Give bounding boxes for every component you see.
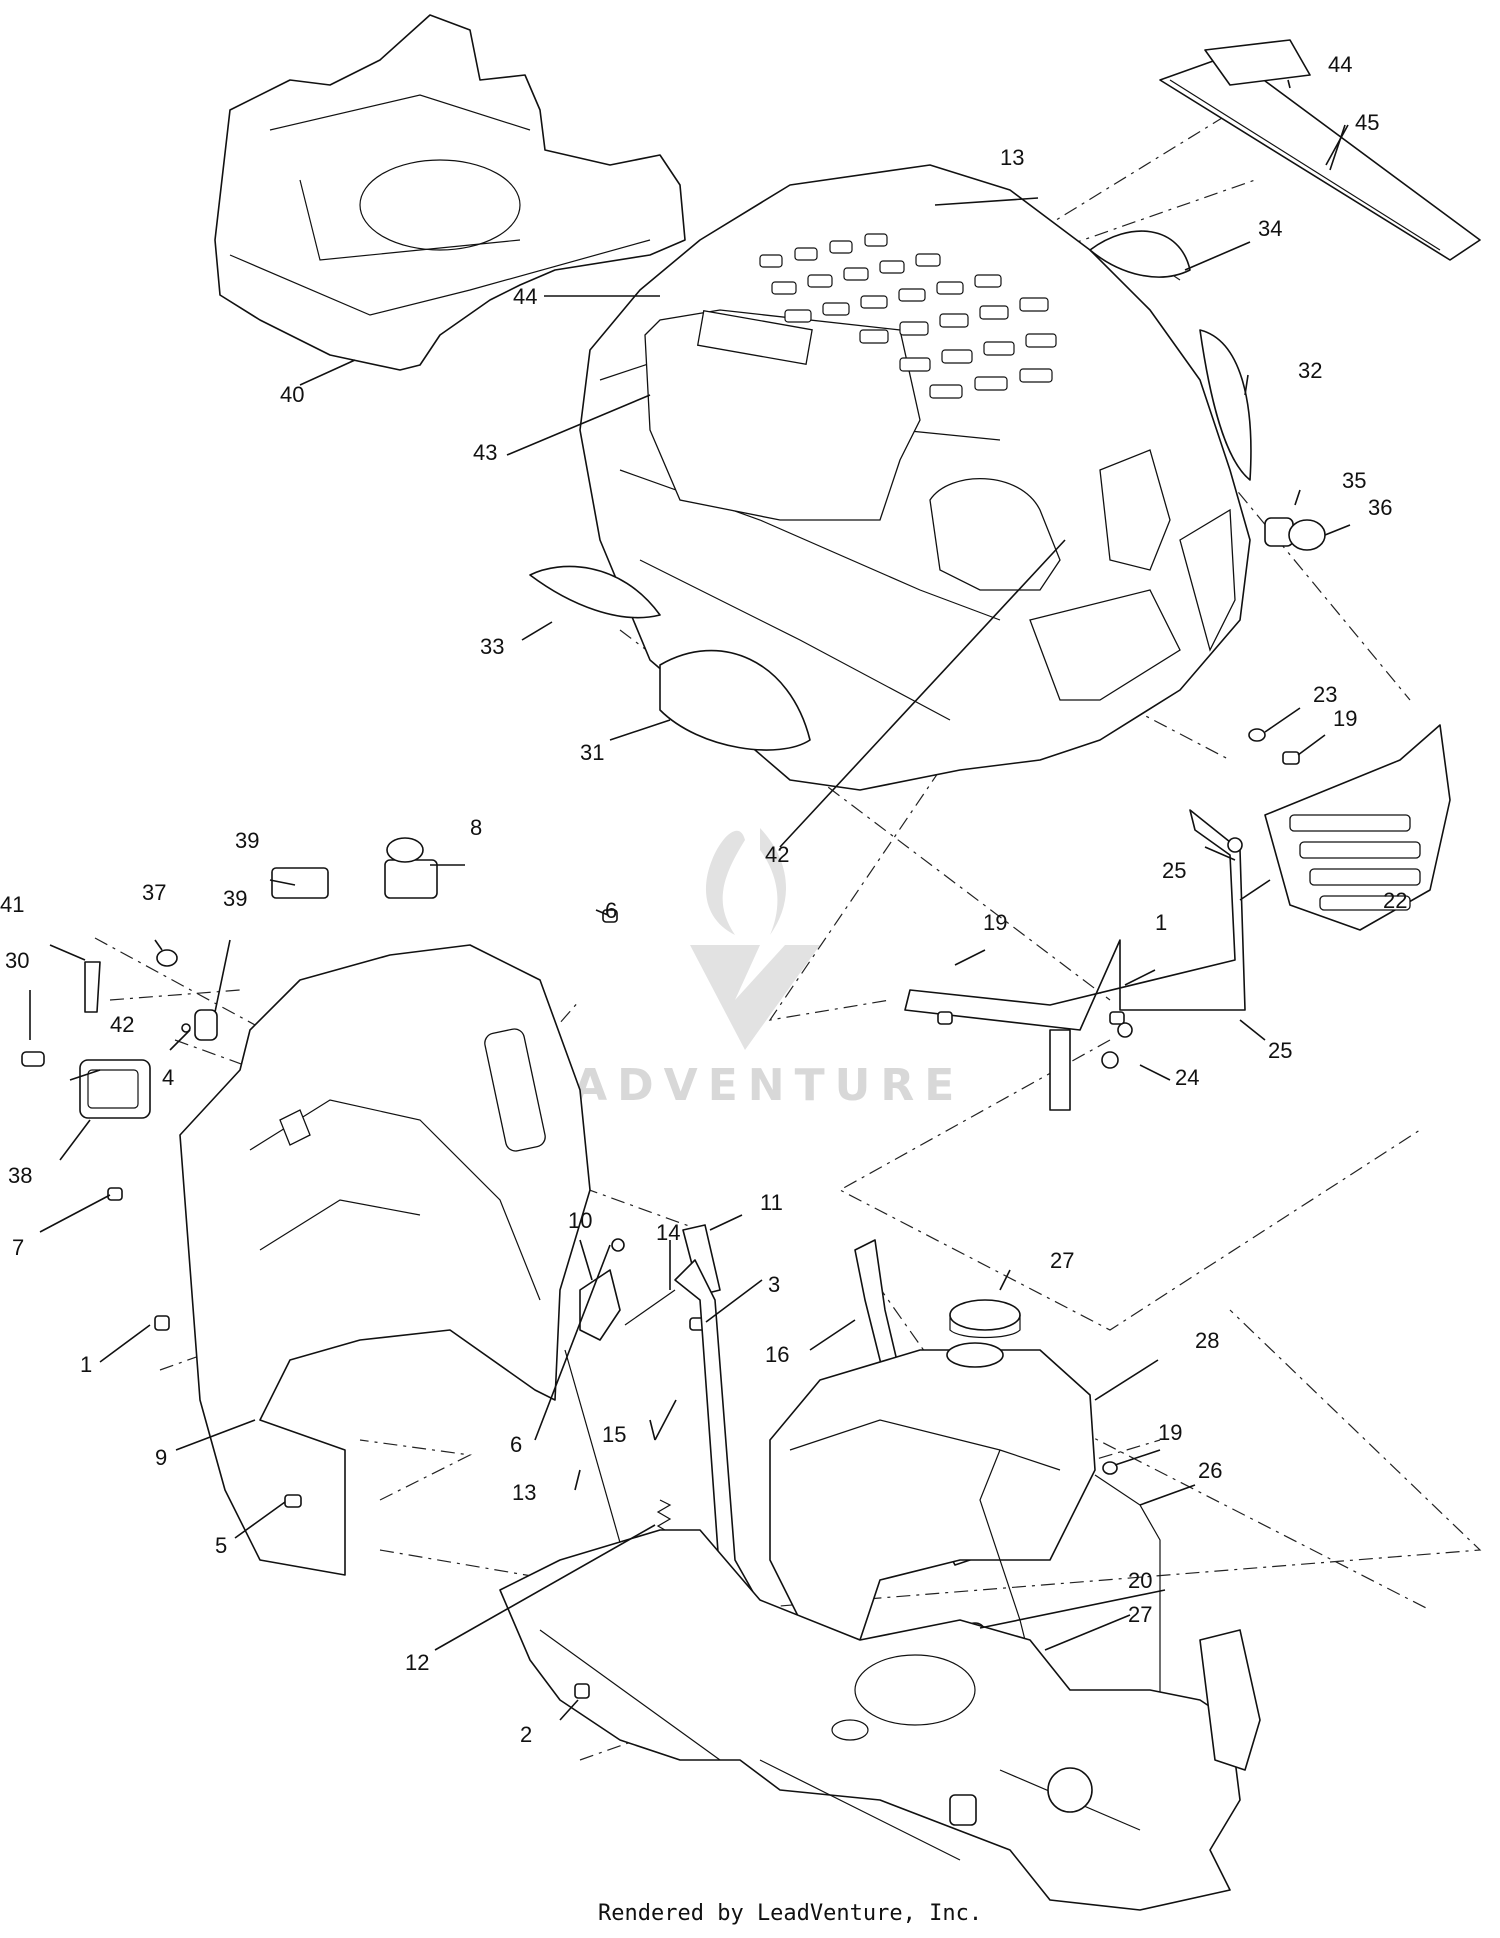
callout-43: 42 bbox=[765, 842, 789, 867]
callout-14: 14 bbox=[656, 1220, 680, 1245]
callout-7: 6 bbox=[510, 1432, 522, 1457]
decal-strip-left bbox=[84, 961, 101, 1013]
callout-13: 13 bbox=[512, 1480, 536, 1505]
callout-19-low: 20 bbox=[1128, 1568, 1152, 1593]
callout-4: 4 bbox=[162, 1065, 174, 1090]
callout-6-top: 6 bbox=[605, 898, 617, 923]
leader-lines bbox=[299, 79, 1351, 1081]
callout-28: 30 bbox=[5, 948, 29, 973]
panel-screws bbox=[107, 909, 618, 1201]
underhood-tray bbox=[214, 14, 686, 371]
watermark-v-logo-icon bbox=[690, 945, 820, 1050]
hood-bracket bbox=[904, 809, 1246, 1111]
callout-29: 31 bbox=[580, 740, 604, 765]
clamp-upper bbox=[1102, 1461, 1118, 1475]
callout-12: 12 bbox=[405, 1650, 429, 1675]
callout-9: 9 bbox=[155, 1445, 167, 1470]
callout-24: 25 bbox=[1268, 1038, 1292, 1063]
callout-44-top: 44 bbox=[1328, 52, 1352, 77]
callout-39: 40 bbox=[280, 382, 304, 407]
fuel-tank bbox=[769, 1299, 1096, 1641]
callout-17: 13 bbox=[1000, 145, 1024, 170]
callout-41: 42 bbox=[110, 1012, 134, 1037]
callout-30: 32 bbox=[1298, 358, 1322, 383]
callout-labels: 13 44 45 34 32 35 36 44 43 40 33 31 42 2… bbox=[0, 52, 1407, 1747]
callout-36: 38 bbox=[8, 1163, 32, 1188]
callout-34: 36 bbox=[1368, 495, 1392, 520]
bulb-socket bbox=[1264, 517, 1326, 551]
headlight-lens-left bbox=[529, 565, 661, 619]
callout-25-lower: 27 bbox=[1128, 1602, 1152, 1627]
callout-22: 24 bbox=[1175, 1065, 1199, 1090]
callout-19-mid: 19 bbox=[1158, 1420, 1182, 1445]
screw-1 bbox=[154, 1315, 170, 1331]
footer-credit: Rendered by LeadVenture, Inc. bbox=[598, 1901, 982, 1926]
callout-10: 10 bbox=[568, 1208, 592, 1233]
headlight-lens-right bbox=[1089, 230, 1191, 278]
callout-18: 19 bbox=[983, 910, 1007, 935]
callout-45: 45 bbox=[1355, 110, 1379, 135]
callout-1-bracket: 1 bbox=[1155, 910, 1167, 935]
callout-1-left: 1 bbox=[80, 1352, 92, 1377]
ignition-switch bbox=[21, 1051, 151, 1119]
callout-33: 35 bbox=[1342, 468, 1366, 493]
callout-3: 3 bbox=[768, 1272, 780, 1297]
callout-8: 8 bbox=[470, 815, 482, 840]
callout-19-top: 19 bbox=[1333, 706, 1357, 731]
leader-lines-lower bbox=[29, 864, 1196, 1721]
callout-31: 33 bbox=[480, 634, 504, 659]
dash-panel bbox=[179, 944, 591, 1576]
callout-11: 11 bbox=[760, 1190, 783, 1215]
watermark-flame-icon bbox=[705, 828, 787, 935]
decal-strip bbox=[1159, 39, 1481, 261]
dash-switches bbox=[271, 837, 438, 899]
chassis-frame bbox=[499, 1529, 1261, 1911]
callout-6-left: 7 bbox=[12, 1235, 24, 1260]
hood-vent-slots bbox=[759, 233, 1057, 399]
callout-27: 28 bbox=[1195, 1328, 1219, 1353]
callout-38: 39 bbox=[235, 828, 259, 853]
seat-switch-assembly bbox=[579, 1224, 721, 1341]
screw-2 bbox=[574, 1683, 590, 1699]
callout-32: 34 bbox=[1258, 216, 1282, 241]
hood-fasteners bbox=[1248, 728, 1300, 765]
callout-5: 5 bbox=[215, 1533, 227, 1558]
bracket-bolts bbox=[937, 1011, 1125, 1025]
hood bbox=[579, 164, 1251, 791]
front-grille bbox=[1264, 724, 1451, 931]
callout-44-hood: 44 bbox=[513, 284, 537, 309]
callout-40: 41 bbox=[0, 892, 24, 917]
callout-35: 37 bbox=[142, 880, 166, 905]
callout-23: 25 bbox=[1162, 858, 1186, 883]
callout-42: 43 bbox=[473, 440, 497, 465]
callout-16: 16 bbox=[765, 1342, 789, 1367]
callout-20: 22 bbox=[1383, 888, 1407, 913]
callout-2: 2 bbox=[520, 1722, 532, 1747]
choke-throttle bbox=[156, 949, 218, 1041]
callout-21: 23 bbox=[1313, 682, 1337, 707]
callout-15: 15 bbox=[602, 1422, 626, 1447]
callout-25-upper: 26 bbox=[1198, 1458, 1222, 1483]
side-lens-right bbox=[1199, 329, 1252, 481]
side-panel-left bbox=[659, 649, 811, 751]
callout-26: 27 bbox=[1050, 1248, 1074, 1273]
screw-5 bbox=[284, 1494, 302, 1508]
callout-37: 39 bbox=[223, 886, 247, 911]
